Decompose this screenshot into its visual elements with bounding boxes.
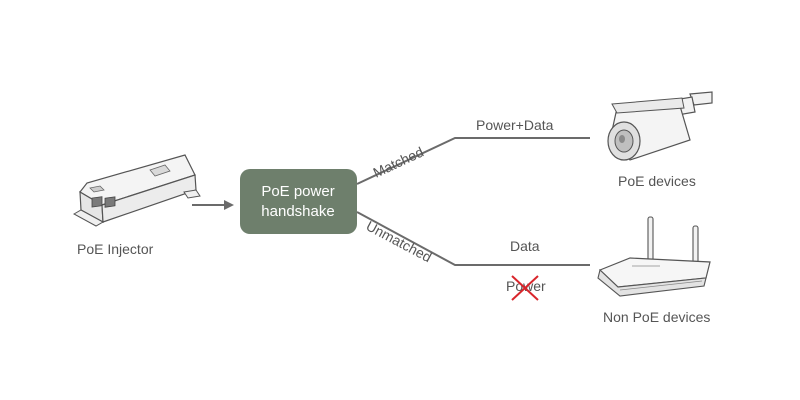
security-camera-icon	[607, 91, 713, 161]
unmatched-label: Unmatched	[364, 218, 435, 266]
handshake-line-1: PoE power	[261, 183, 334, 200]
unmatched-line	[356, 211, 590, 266]
matched-line	[356, 137, 590, 185]
poe-devices-label: PoE devices	[618, 173, 696, 189]
power-data-label: Power+Data	[476, 117, 554, 133]
handshake-line-2: handshake	[261, 203, 334, 220]
matched-label: Matched	[371, 144, 426, 181]
poe-injector-icon	[72, 154, 201, 227]
injector-label: PoE Injector	[77, 241, 154, 257]
data-label: Data	[510, 238, 540, 254]
red-x-icon	[511, 275, 539, 301]
handshake-box	[240, 169, 357, 234]
non-poe-devices-label: Non PoE devices	[603, 309, 710, 325]
wifi-router-icon	[597, 216, 711, 297]
